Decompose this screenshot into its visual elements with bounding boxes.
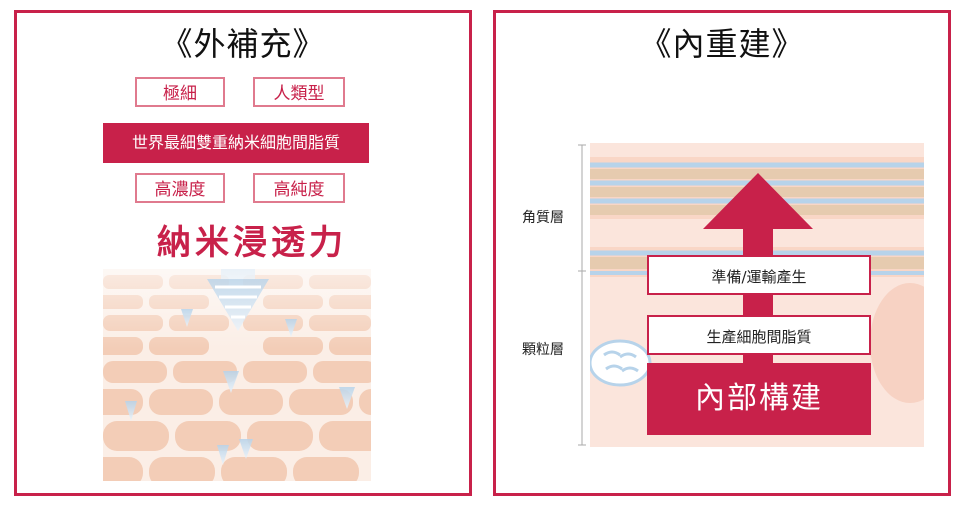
stratum-corneum-label: 角質層: [522, 210, 564, 226]
internal-build-label: 內部構建: [647, 363, 871, 435]
tag-ultra-fine: 極細: [135, 77, 225, 107]
step-produce-lipids: 生產細胞間脂質: [647, 315, 871, 355]
tag-high-purity: 高純度: [253, 173, 345, 203]
nano-lipid-banner: 世界最細雙重納米細胞間脂質: [103, 123, 369, 163]
tag-human-type: 人類型: [253, 77, 345, 107]
left-panel: 《外補充》 極細 人類型 世界最細雙重納米細胞間脂質 高濃度 高純度: [14, 10, 472, 496]
layer-bracket: [578, 144, 586, 446]
tag-high-concentration: 高濃度: [135, 173, 225, 203]
nano-penetration-text: 納米浸透力: [157, 223, 347, 263]
skin-layer-illustration: [103, 269, 371, 481]
step-prepare-transport: 準備/運輸產生: [647, 255, 871, 295]
right-panel-title: 《內重建》: [639, 25, 805, 63]
left-panel-title: 《外補充》: [160, 25, 326, 63]
penetration-arrow-icon: [207, 269, 269, 331]
small-drop-arrows-icon: [125, 309, 355, 465]
stratum-granulosum-label: 顆粒層: [522, 342, 564, 358]
lamellar-body-icon: [590, 339, 652, 387]
right-panel: 《內重建》 角質層 顆粒層: [493, 10, 951, 496]
